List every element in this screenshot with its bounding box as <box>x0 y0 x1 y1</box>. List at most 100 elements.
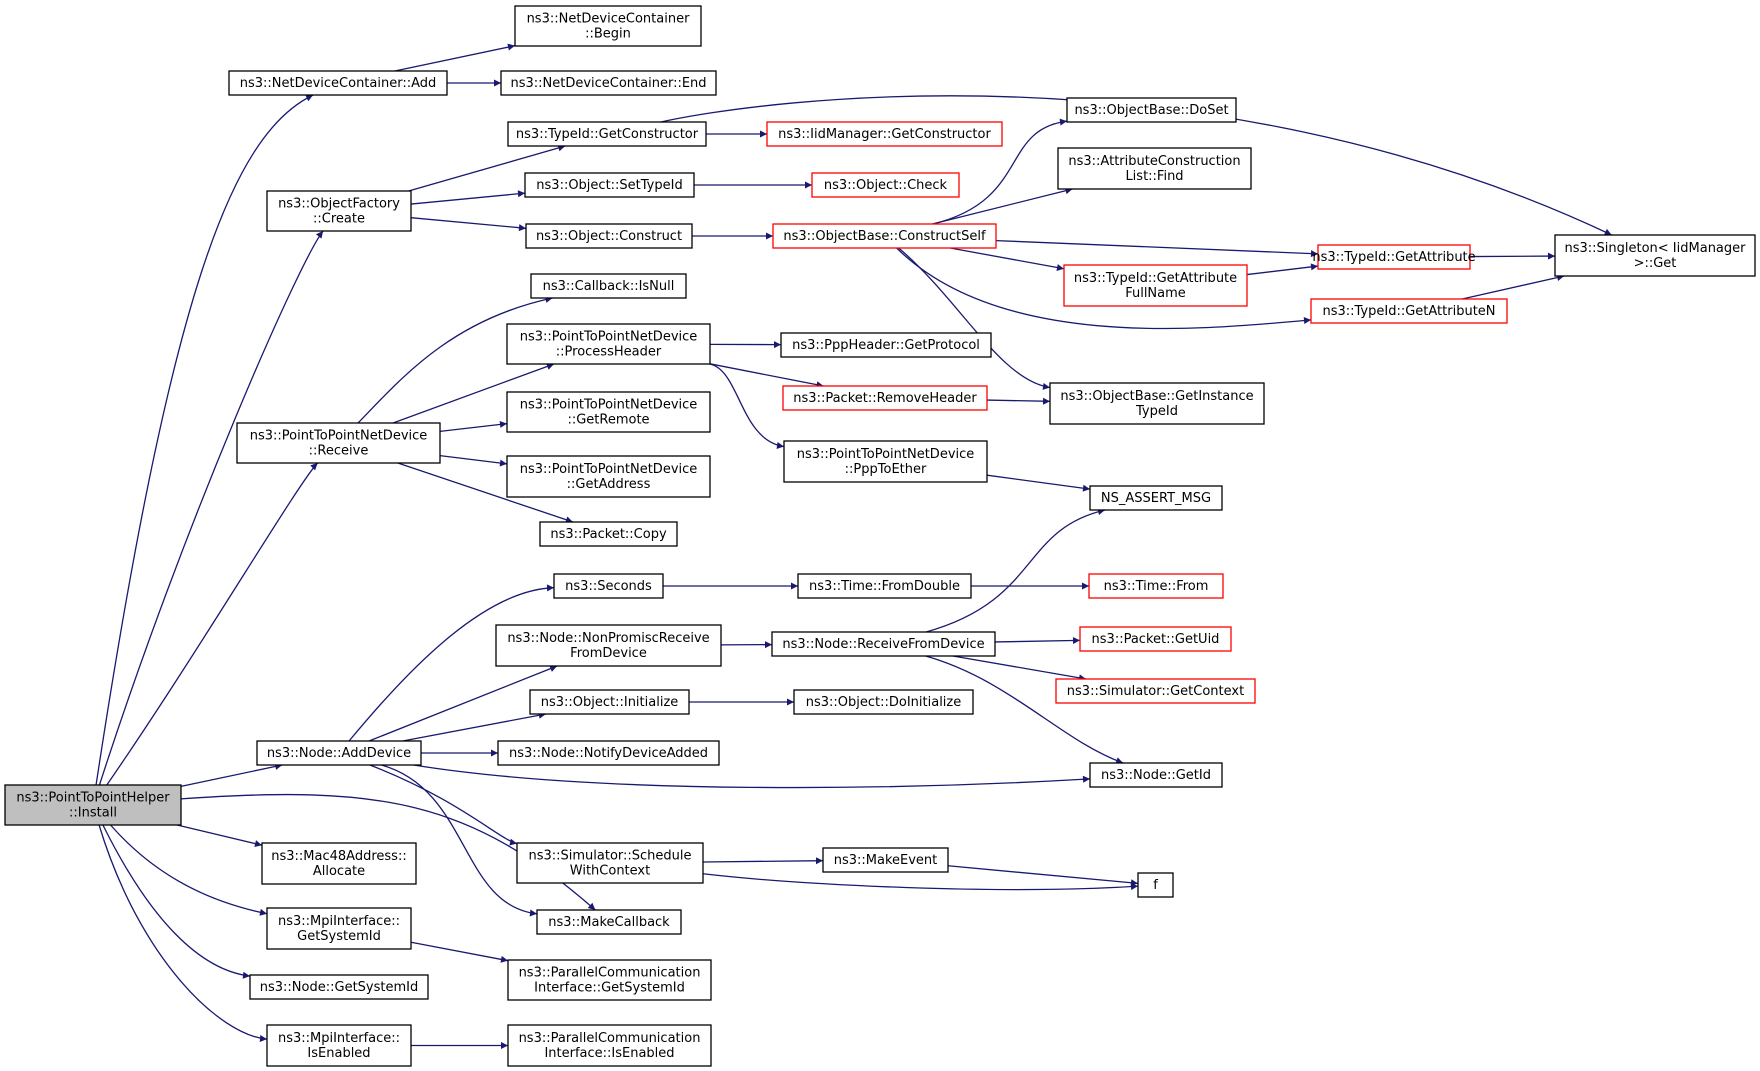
node-label: ::GetAddress <box>567 477 651 492</box>
node-obj-doinitialize[interactable]: ns3::Object::DoInitialize <box>793 689 974 715</box>
node-obj-construct[interactable]: ns3::Object::Construct <box>525 223 693 249</box>
edge-sim_schedctx-to-f <box>702 873 1139 891</box>
node-label: ns3::ObjectBase::DoSet <box>1074 103 1228 118</box>
node-obj-check[interactable]: ns3::Object::Check <box>811 172 960 198</box>
node-make-callback[interactable]: ns3::MakeCallback <box>536 909 682 935</box>
node-node-getid[interactable]: ns3::Node::GetId <box>1089 762 1223 788</box>
node-label: ns3::PointToPointNetDevice <box>520 330 698 345</box>
node-label: ::Create <box>313 212 365 227</box>
node-node-recvfromdev[interactable]: ns3::Node::ReceiveFromDevice <box>771 631 996 657</box>
node-pkt-getuid[interactable]: ns3::Packet::GetUid <box>1079 626 1232 652</box>
node-ns-assert[interactable]: NS_ASSERT_MSG <box>1089 485 1223 511</box>
node-ndc-add[interactable]: ns3::NetDeviceContainer::Add <box>228 70 448 96</box>
node-label: ns3::TypeId::GetAttributeN <box>1322 304 1495 319</box>
node-label: ns3::MakeEvent <box>834 853 938 868</box>
node-singleton-get[interactable]: ns3::Singleton< IidManager >::Get <box>1554 234 1756 277</box>
node-sim-getcontext[interactable]: ns3::Simulator::GetContext <box>1055 678 1256 704</box>
node-ndc-end[interactable]: ns3::NetDeviceContainer::End <box>500 70 717 96</box>
node-ob-doset[interactable]: ns3::ObjectBase::DoSet <box>1066 97 1237 123</box>
node-box <box>1079 626 1232 652</box>
node-node-getsysid[interactable]: ns3::Node::GetSystemId <box>249 974 429 1000</box>
node-box <box>780 332 992 358</box>
node-mpi-isenabled[interactable]: ns3::MpiInterface::IsEnabled <box>266 1024 412 1067</box>
node-pkt-removeheader[interactable]: ns3::Packet::RemoveHeader <box>782 385 988 411</box>
node-box <box>536 909 682 935</box>
node-pci-isenabled[interactable]: ns3::ParallelCommunicationInterface::IsE… <box>507 1024 712 1067</box>
node-of-create[interactable]: ns3::ObjectFactory::Create <box>266 190 412 232</box>
node-p2p-getremote[interactable]: ns3::PointToPointNetDevice::GetRemote <box>506 391 711 433</box>
edge-install-to-mac48_allocate <box>176 824 263 847</box>
node-tid-getattrn[interactable]: ns3::TypeId::GetAttributeN <box>1310 298 1508 324</box>
node-label: ::Install <box>69 806 117 821</box>
node-mac48-allocate[interactable]: ns3::Mac48Address::Allocate <box>261 842 417 885</box>
node-label: ns3::Simulator::Schedule <box>528 849 691 864</box>
node-box <box>1049 382 1265 425</box>
node-ndc-begin[interactable]: ns3::NetDeviceContainer::Begin <box>514 5 702 47</box>
node-box <box>822 847 949 873</box>
node-tid-getattr[interactable]: ns3::TypeId::GetAttribute <box>1312 244 1476 270</box>
node-pci-getsysid[interactable]: ns3::ParallelCommunicationInterface::Get… <box>507 959 712 1001</box>
edge-install-to-mpi_isenabled <box>98 824 268 1043</box>
node-iid-getctor[interactable]: ns3::IidManager::GetConstructor <box>766 121 1003 147</box>
node-box <box>1089 762 1223 788</box>
node-label: ns3::ParallelCommunication <box>519 966 701 981</box>
node-cb-isnull[interactable]: ns3::Callback::IsNull <box>530 273 687 299</box>
node-box <box>1310 298 1508 324</box>
node-make-event[interactable]: ns3::MakeEvent <box>822 847 949 873</box>
edge-of_create-to-tid_getctor <box>408 144 566 192</box>
node-box <box>1317 244 1471 270</box>
edge-install-to-node_getsysid <box>102 824 251 979</box>
node-box <box>266 190 412 232</box>
node-time-fromdouble[interactable]: ns3::Time::FromDouble <box>797 573 972 599</box>
edge-p2p_ppptoether-to-ns_assert <box>986 474 1091 492</box>
node-box <box>506 323 711 365</box>
edge-tid_getattrn-to-singleton_get <box>1462 274 1565 300</box>
edge-p2p_receive-to-p2p_getaddress <box>439 454 508 467</box>
node-label: ns3::Node::AddDevice <box>267 746 411 761</box>
node-time-from[interactable]: ns3::Time::From <box>1088 573 1224 599</box>
node-p2p-ppptoether[interactable]: ns3::PointToPointNetDevice::PppToEther <box>783 440 988 483</box>
node-box <box>266 907 412 950</box>
node-label: ns3::ObjectFactory <box>278 197 400 212</box>
edge-of_create-to-obj_settypeid <box>410 190 526 205</box>
node-install[interactable]: ns3::PointToPointHelper::Install <box>4 784 182 826</box>
node-p2p-receive[interactable]: ns3::PointToPointNetDevice::Receive <box>236 422 441 464</box>
node-p2p-procheader[interactable]: ns3::PointToPointNetDevice::ProcessHeade… <box>506 323 711 365</box>
node-label: ::Begin <box>585 27 631 42</box>
node-label: ns3::PointToPointNetDevice <box>250 429 428 444</box>
node-label: ns3::Object::Construct <box>536 229 682 244</box>
node-node-adddevice[interactable]: ns3::Node::AddDevice <box>256 740 422 766</box>
node-label: f <box>1153 878 1158 893</box>
node-box <box>507 959 712 1001</box>
node-label: ns3::Object::Check <box>824 178 948 193</box>
edge-ob_constructself-to-ob_doset <box>932 118 1068 225</box>
node-obj-initialize[interactable]: ns3::Object::Initialize <box>529 689 690 715</box>
node-p2p-getaddress[interactable]: ns3::PointToPointNetDevice::GetAddress <box>506 455 711 498</box>
node-label: ns3::Packet::RemoveHeader <box>793 391 977 406</box>
node-f[interactable]: f <box>1137 872 1174 898</box>
node-box <box>516 842 704 884</box>
node-box <box>772 223 997 249</box>
edge-node_adddevice-to-make_callback <box>381 764 538 917</box>
node-mpi-getsysid[interactable]: ns3::MpiInterface::GetSystemId <box>266 907 412 950</box>
node-label: ns3::Node::NotifyDeviceAdded <box>509 746 708 761</box>
edges-layer <box>95 43 1612 1049</box>
edge-node_recvfromdev-to-node_getid <box>925 655 1124 764</box>
node-ppp-getproto[interactable]: ns3::PppHeader::GetProtocol <box>780 332 992 358</box>
node-box <box>236 422 441 464</box>
node-box <box>529 689 690 715</box>
node-ob-constructself[interactable]: ns3::ObjectBase::ConstructSelf <box>772 223 997 249</box>
node-node-notifydev[interactable]: ns3::Node::NotifyDeviceAdded <box>497 740 720 766</box>
node-pkt-copy[interactable]: ns3::Packet::Copy <box>539 521 678 547</box>
node-tid-getctor[interactable]: ns3::TypeId::GetConstructor <box>507 121 707 147</box>
node-seconds[interactable]: ns3::Seconds <box>553 573 664 599</box>
edge-node_recvfromdev-to-sim_getcontext <box>952 655 1087 682</box>
node-label: ns3::IidManager::GetConstructor <box>778 127 991 142</box>
node-obj-settypeid[interactable]: ns3::Object::SetTypeId <box>524 172 695 198</box>
